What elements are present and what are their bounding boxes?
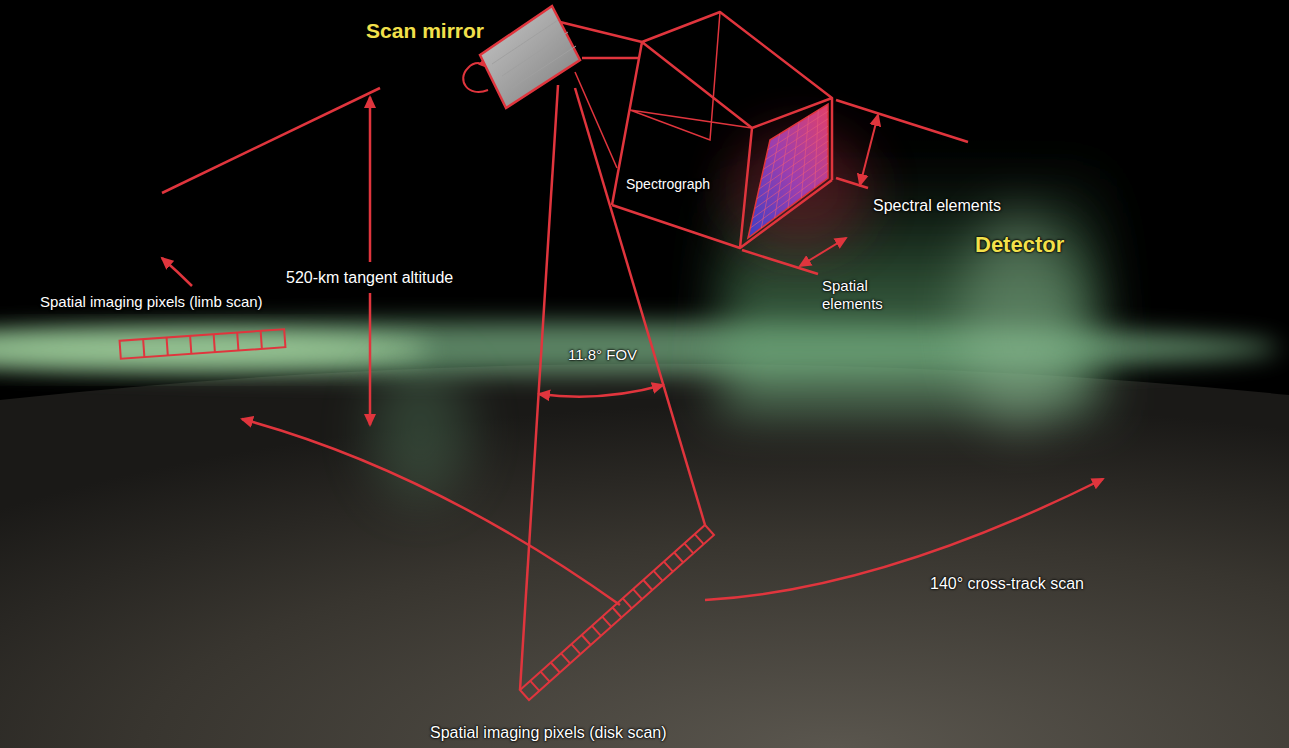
angle-label: 11.8° FOV xyxy=(568,346,637,364)
mirror-shape xyxy=(478,4,582,112)
part-label: Spectrograph xyxy=(626,176,710,193)
spectrograph-wireframe xyxy=(610,10,836,252)
limb-pixels xyxy=(120,329,286,358)
fov-ray xyxy=(575,88,705,525)
scan-label: 140° cross-track scan xyxy=(930,574,1084,593)
altitude-arrow xyxy=(369,293,372,425)
spectrograph-box: Spectrograph xyxy=(610,10,836,252)
pixel-label: Spatial imaging pixels (disk scan) xyxy=(430,723,667,742)
light-ray xyxy=(560,22,642,42)
spectrograph-inner-lines xyxy=(630,12,752,140)
spatial-dimension-arrow xyxy=(800,238,846,266)
mirror-texture xyxy=(492,20,576,88)
light-ray xyxy=(610,57,638,60)
light-ray xyxy=(575,72,617,168)
extension-line xyxy=(836,100,968,142)
scan-mirror: Scan mirror xyxy=(478,4,582,112)
cross-track-arrow xyxy=(705,479,1103,600)
pixel-dividers xyxy=(530,534,703,691)
part-label: Scan mirror xyxy=(366,18,484,43)
limb-pixel-strip xyxy=(120,329,286,358)
extension-line xyxy=(836,178,868,188)
aurora-curtain xyxy=(960,210,1080,430)
earth-surface xyxy=(0,364,1289,748)
spectrograph-box-edges xyxy=(612,12,832,248)
pixel-label: Spatial imaging pixels (limb scan) xyxy=(40,293,263,311)
disk-pixels xyxy=(520,525,714,700)
spectral-dimension-arrow xyxy=(860,115,878,185)
limb-scan-arrow xyxy=(162,258,192,286)
dimension-label: 520-km tangent altitude xyxy=(286,268,453,287)
fov-arc xyxy=(539,385,663,397)
instrument-lines xyxy=(120,22,1103,700)
dimension-label: Spatial elements xyxy=(822,277,894,313)
light-ray-connector xyxy=(582,57,610,60)
altitude-arrow xyxy=(369,97,372,262)
dimension-label: Spectral elements xyxy=(873,196,1001,215)
fov-ray xyxy=(520,85,558,690)
limb-view-line xyxy=(162,88,380,193)
disk-pixel-strip xyxy=(520,525,714,700)
scan-mirror-plate xyxy=(480,6,580,108)
pixel-dividers xyxy=(143,331,262,357)
cross-track-arrow xyxy=(242,419,620,605)
aurora-glow xyxy=(370,360,470,500)
part-label: Detector xyxy=(975,232,1064,258)
